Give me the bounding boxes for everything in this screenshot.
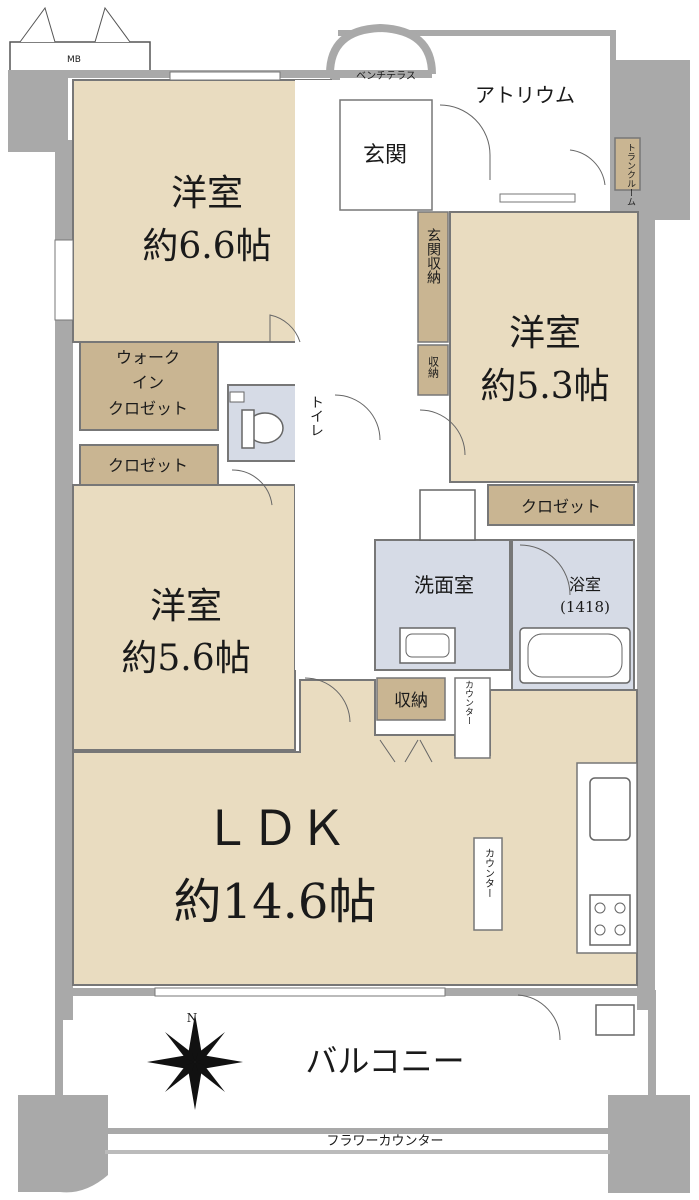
ldk-size: 約14.6帖 — [174, 874, 377, 930]
storage-label: 収納 — [394, 691, 428, 711]
room-ne-size: 約5.3帖 — [480, 366, 609, 407]
mb-label: MB — [67, 55, 81, 65]
closet-left — [79, 444, 219, 486]
fixtures — [229, 391, 635, 1036]
bench-terrace-label: ベンチテラス — [356, 70, 416, 82]
wic-line-2: イン — [132, 373, 164, 392]
small-storage-label: 収納 — [427, 356, 440, 379]
room-w-name: 洋室 — [150, 586, 222, 627]
wic-line-3: クロゼット — [108, 399, 188, 418]
atrium-label: アトリウム — [475, 83, 575, 107]
trunk-room-label: トランクルーム — [625, 143, 636, 206]
room-w-size: 約5.6帖 — [121, 638, 250, 679]
trunk-room — [614, 137, 641, 191]
compass-north-label: N — [187, 1011, 198, 1025]
room-nw-name: 洋室 — [171, 173, 243, 214]
washroom-label: 洗面室 — [414, 573, 474, 597]
walk-in-closet — [79, 341, 219, 431]
entrance-storage — [417, 211, 449, 343]
compass-icon — [147, 1014, 243, 1110]
small-storage — [417, 344, 449, 396]
closet-right — [487, 484, 635, 526]
small-counter — [454, 677, 491, 759]
ldk-name: ＬＤＫ — [203, 801, 347, 857]
entrance-storage-label: 玄関収納 — [425, 227, 441, 285]
room-nw — [72, 79, 332, 343]
entrance — [339, 99, 433, 211]
room-nw-size: 約6.6帖 — [142, 226, 271, 267]
closet-right-label: クロゼット — [521, 497, 601, 516]
ldk-counter — [473, 837, 503, 931]
atrium-area — [432, 74, 610, 194]
structure — [8, 6, 690, 1193]
wic-line-1: ウォーク — [116, 348, 180, 367]
bathroom-label: 浴室 — [569, 575, 601, 594]
ldk-counter-label: カウンター — [483, 848, 495, 898]
rooms — [72, 74, 641, 986]
room-ne — [449, 211, 639, 483]
room-ne-name: 洋室 — [509, 313, 581, 354]
flower-counter-label: フラワーカウンター — [326, 1134, 443, 1149]
toilet-label: トイレ — [308, 395, 324, 437]
room-w — [72, 484, 296, 751]
windows — [54, 71, 576, 997]
entrance-label: 玄関 — [363, 143, 407, 168]
labels: MB ベンチテラス アトリウム トランクルーム 玄関 玄関収納 収納 トイレ ウ… — [67, 55, 635, 1149]
small-counter-label: カウンター — [463, 680, 474, 725]
doors — [231, 104, 606, 1041]
balcony-label: バルコニー — [305, 1042, 464, 1080]
bathroom-size-label: (1418) — [560, 598, 610, 616]
closet-left-label: クロゼット — [108, 456, 188, 475]
storage-mid — [376, 677, 446, 721]
